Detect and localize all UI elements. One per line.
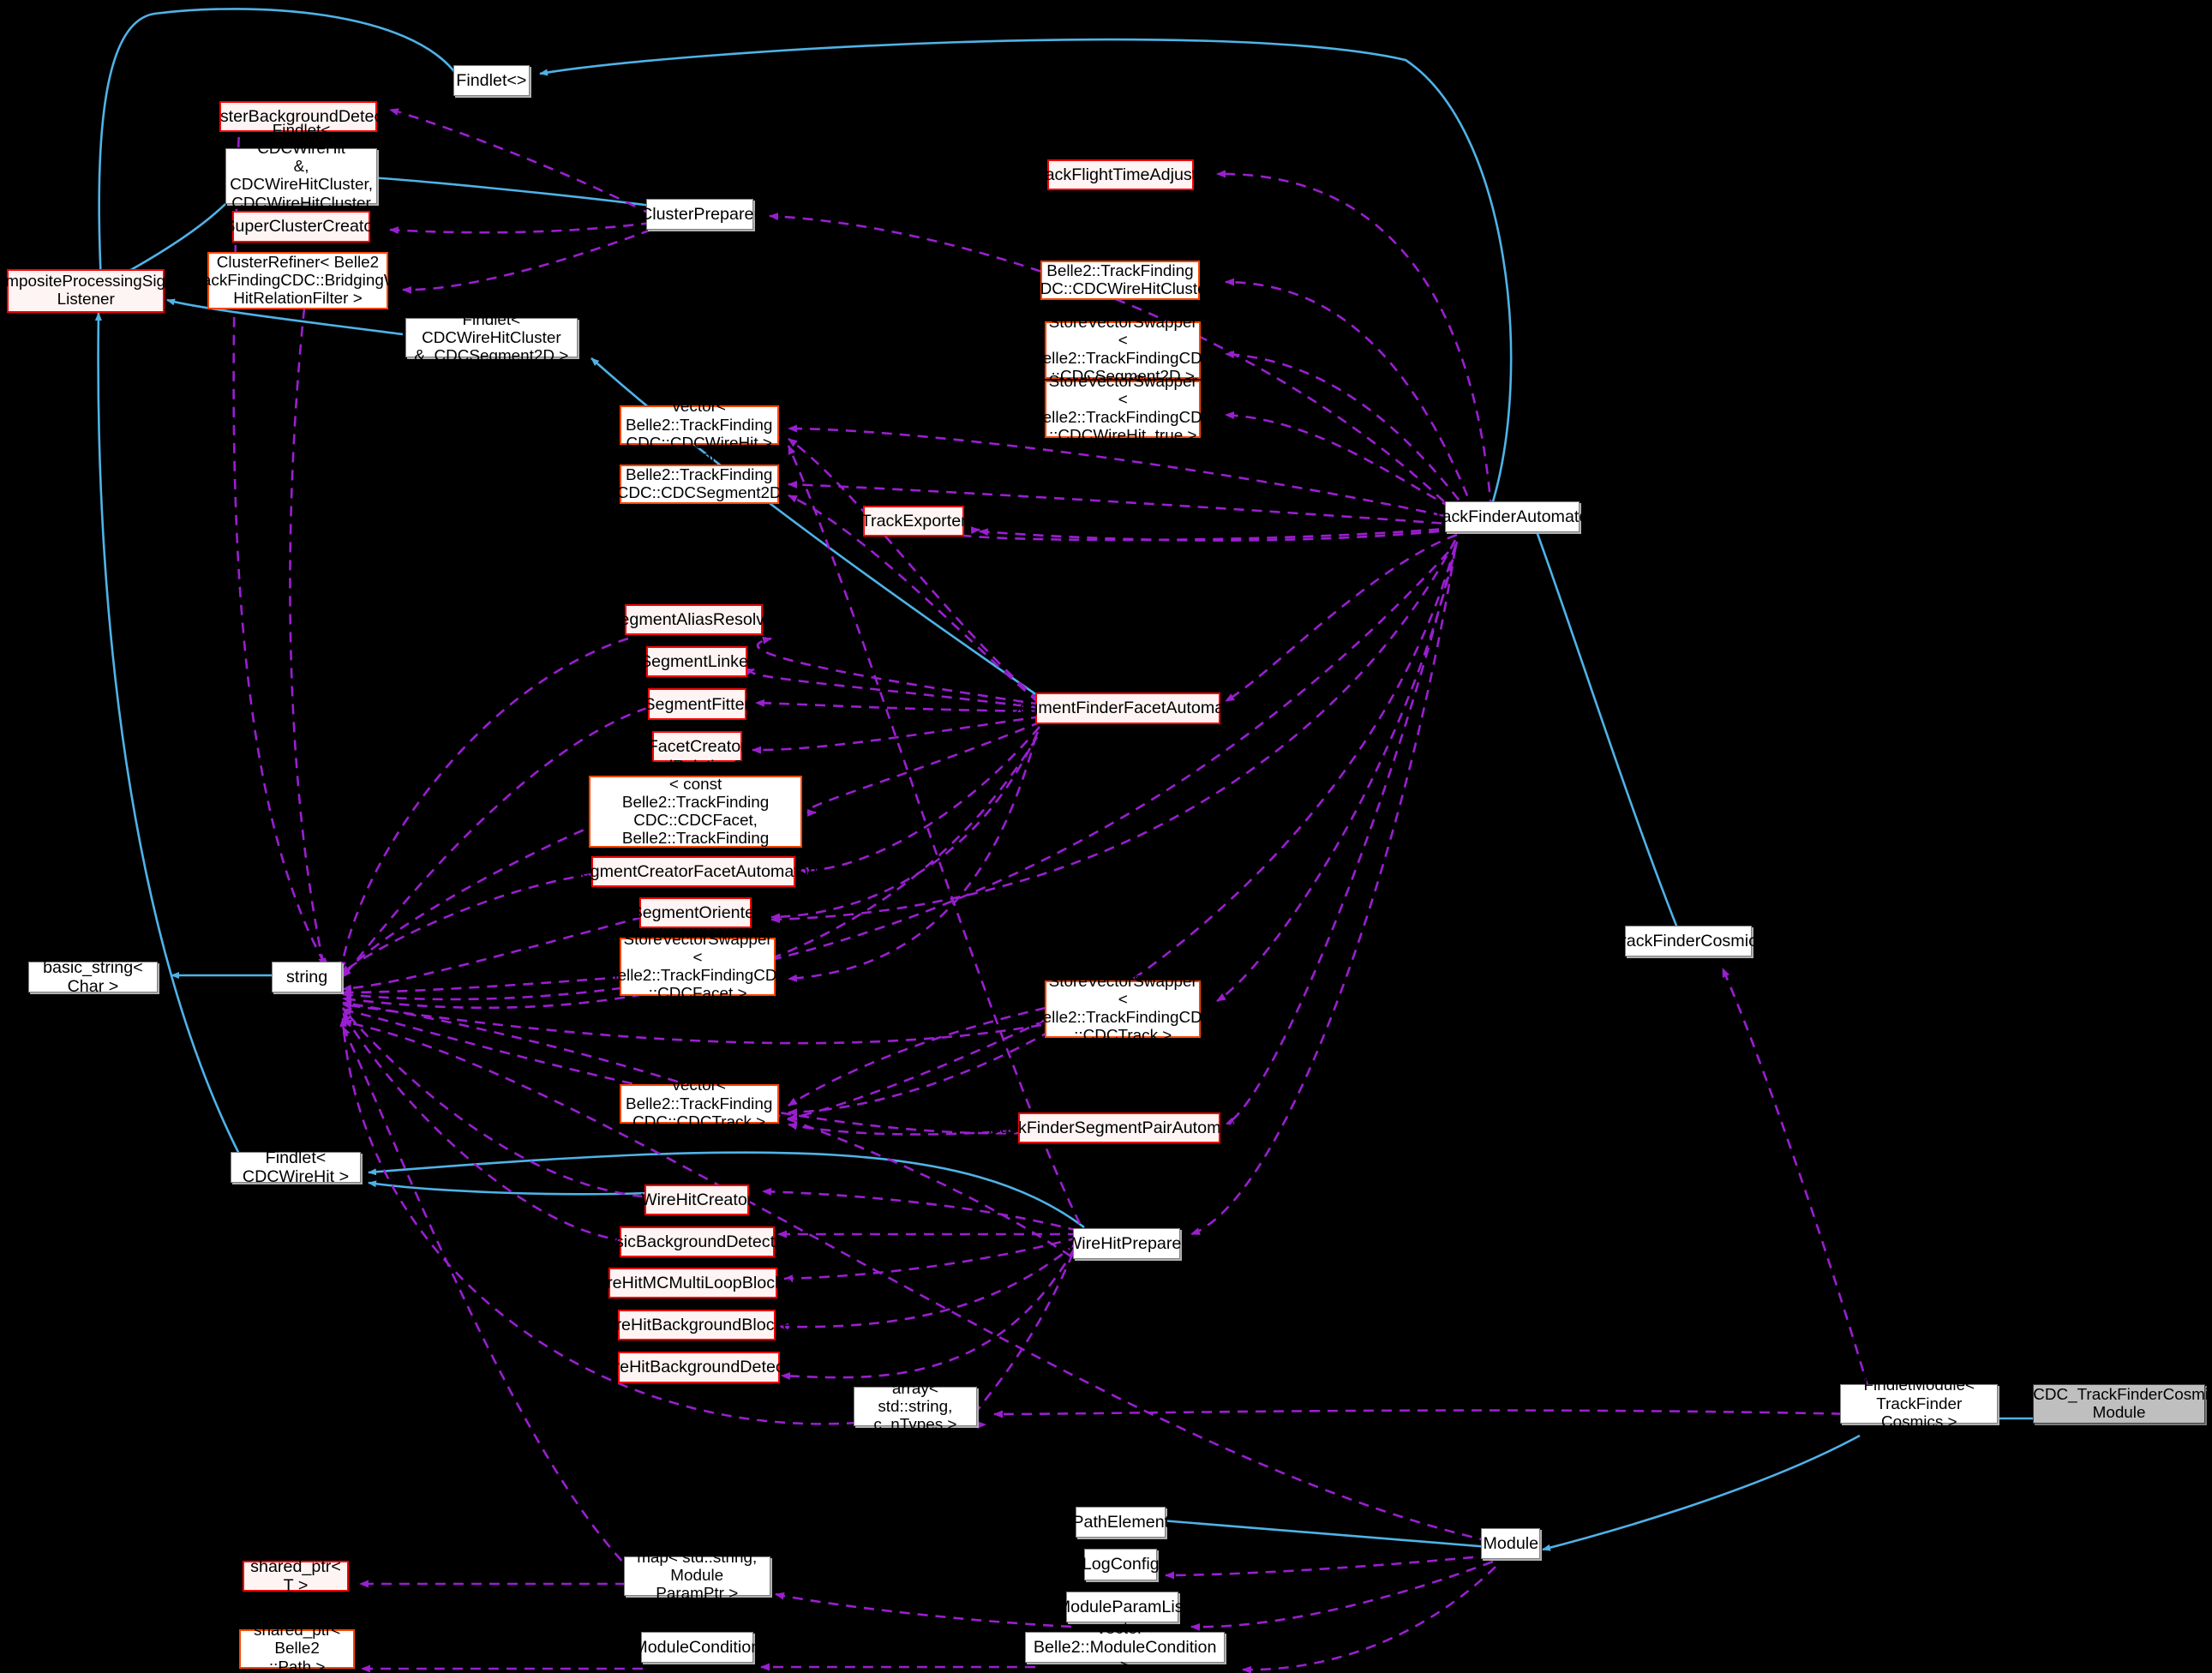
node-segment-linker[interactable]: SegmentLinker bbox=[640, 646, 753, 678]
node-findlet-cdcwirehit[interactable]: Findlet< CDCWireHit > bbox=[231, 1148, 361, 1186]
node-segment-finder-facet-automaton[interactable]: SegmentFinderFacetAutomaton bbox=[1008, 693, 1248, 724]
node-findlet-cdcwirehit-cluster-cluster[interactable]: Findlet< CDCWireHit &, CDCWireHitCluster… bbox=[225, 122, 378, 231]
node-facet-creator[interactable]: FacetCreator bbox=[648, 730, 746, 762]
node-findlet-empty[interactable]: Findlet<> bbox=[453, 64, 530, 96]
node-segment-fitter[interactable]: SegmentFitter bbox=[644, 688, 750, 720]
node-path-element[interactable]: PathElement bbox=[1072, 1507, 1169, 1538]
node-shared-ptr-belle2-path[interactable]: shared_ptr< Belle2 ::Path > bbox=[239, 1622, 355, 1673]
node-map-string-moduleparamptr[interactable]: map< std::string, Module ParamPtr > bbox=[623, 1549, 770, 1603]
node-findlet-cdcwirehitcluster-cdcsegment2d[interactable]: Findlet< CDCWireHitCluster &, CDCSegment… bbox=[405, 311, 578, 365]
node-wirehit-mc-multiloop-blocker[interactable]: WireHitMCMultiLoopBlocker bbox=[587, 1267, 798, 1298]
node-weighted-relation-creator[interactable]: WeightedRelationCreator < const Belle2::… bbox=[588, 758, 803, 866]
node-vector-cdctrack[interactable]: vector< Belle2::TrackFinding CDC::CDCTra… bbox=[619, 1076, 779, 1131]
node-vector-cdcsegment2d[interactable]: vector< Belle2::TrackFinding CDC::CDCSeg… bbox=[616, 447, 782, 521]
node-segment-creator-facet-automaton[interactable]: SegmentCreatorFacetAutomaton bbox=[570, 856, 818, 888]
node-cluster-preparer[interactable]: ClusterPreparer bbox=[640, 198, 759, 230]
node-track-flight-time-adjuster[interactable]: TrackFlightTimeAdjuster bbox=[1030, 159, 1212, 190]
node-composite-processing-signal-listener[interactable]: CompositeProcessingSignal Listener bbox=[0, 268, 187, 313]
node-module-param-list[interactable]: ModuleParamList bbox=[1057, 1591, 1188, 1622]
node-string[interactable]: string bbox=[272, 962, 343, 993]
node-track-finder-cosmics[interactable]: TrackFinderCosmics bbox=[1611, 925, 1765, 956]
node-wire-hit-creator[interactable]: WireHitCreator bbox=[641, 1184, 752, 1215]
node-super-cluster-creator[interactable]: SuperClusterCreator bbox=[224, 211, 379, 243]
node-cluster-background-detector[interactable]: ClusterBackgroundDetector bbox=[195, 101, 402, 133]
node-basic-string-char[interactable]: basic_string< Char > bbox=[27, 958, 158, 996]
node-asic-background-detector[interactable]: AsicBackgroundDetector bbox=[604, 1226, 790, 1258]
node-track-finder-segment-pair-automaton[interactable]: TrackFinderSegmentPairAutomaton bbox=[985, 1112, 1254, 1144]
node-module[interactable]: Module bbox=[1481, 1527, 1541, 1559]
node-segment-orienter[interactable]: SegmentOrienter bbox=[632, 896, 760, 928]
node-findlet-module-trackfindercosmics[interactable]: FindletModule< TrackFinder Cosmics > bbox=[1840, 1376, 1999, 1431]
node-storevectorswapper-cdcfacet[interactable]: StoreVectorSwapper < Belle2::TrackFindin… bbox=[606, 930, 789, 1004]
node-track-exporter[interactable]: TrackExporter bbox=[861, 505, 967, 537]
node-storevectorswapper-cdcsegment2d[interactable]: StoreVectorSwapper < Belle2::TrackFindin… bbox=[1032, 314, 1214, 387]
node-wirehit-background-detector[interactable]: WireHitBackgroundDetector bbox=[595, 1352, 804, 1383]
node-storevectorswapper-cdcwirehit-true[interactable]: StoreVectorSwapper < Belle2::TrackFindin… bbox=[1032, 373, 1214, 446]
node-storevectorswapper-cdctrack[interactable]: StoreVectorSwapper < Belle2::TrackFindin… bbox=[1032, 972, 1214, 1046]
node-module-condition[interactable]: ModuleCondition bbox=[633, 1632, 760, 1664]
node-log-config[interactable]: LogConfig bbox=[1082, 1549, 1160, 1580]
node-vector-cdcwirehit[interactable]: vector< Belle2::TrackFinding CDC::CDCWir… bbox=[619, 398, 779, 453]
node-array-string-ntypes[interactable]: array< std::string, c_nTypes > bbox=[853, 1380, 978, 1434]
node-segment-alias-resolver[interactable]: SegmentAliasResolver bbox=[608, 603, 780, 636]
node-wire-hit-preparer[interactable]: WireHitPreparer bbox=[1066, 1227, 1187, 1259]
node-vector-belle2-modulecondition[interactable]: vector< Belle2::ModuleCondition > bbox=[1025, 1619, 1226, 1673]
node-cluster-refiner-bridging-wire-hit-relation-filter[interactable]: ClusterRefiner< Belle2 ::TrackFindingCDC… bbox=[178, 252, 417, 310]
node-tfcdc-trackfindercosmics-module[interactable]: TFCDC_TrackFinderCosmics Module bbox=[2013, 1384, 2212, 1424]
node-shared-ptr-t[interactable]: shared_ptr< T > bbox=[242, 1557, 350, 1595]
node-vector-cdcwirehitcluster[interactable]: vector< Belle2::TrackFinding CDC::CDCWir… bbox=[1028, 243, 1212, 317]
node-track-finder-automaton[interactable]: TrackFinderAutomaton bbox=[1427, 501, 1598, 533]
node-wirehit-background-blocker[interactable]: WireHitBackgroundBlocker bbox=[596, 1310, 798, 1341]
